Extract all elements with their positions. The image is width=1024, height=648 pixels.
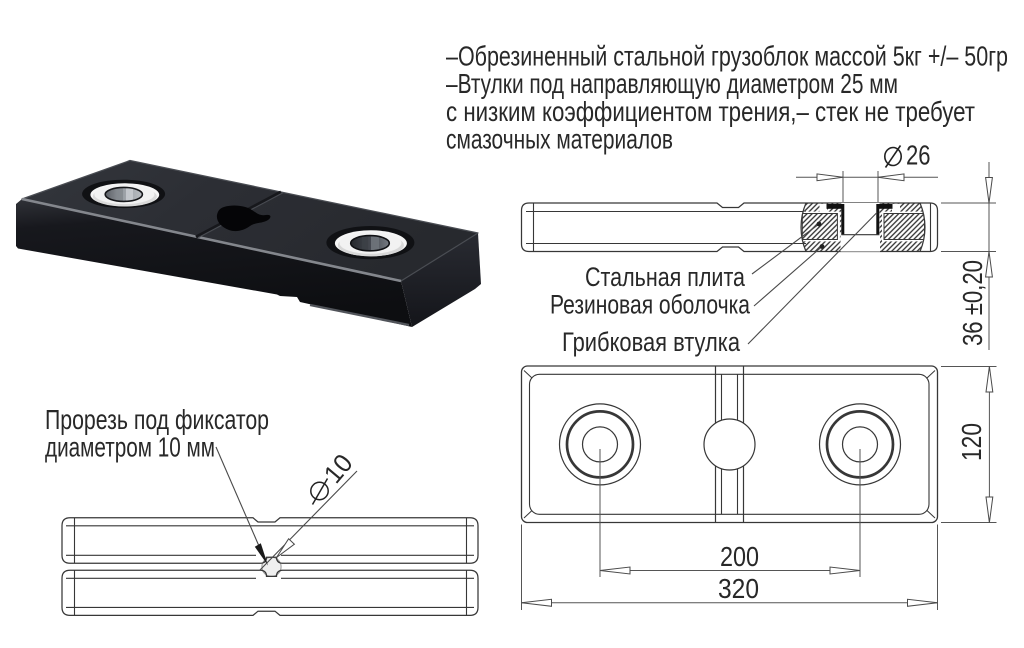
svg-text:36 ±0,20: 36 ±0,20 <box>957 260 988 346</box>
svg-text:120: 120 <box>956 423 987 461</box>
svg-text:320: 320 <box>718 573 759 604</box>
svg-text:диаметром 10 мм: диаметром 10 мм <box>45 432 215 463</box>
svg-text:Резиновая оболочка: Резиновая оболочка <box>550 290 751 320</box>
svg-text:26: 26 <box>906 140 931 171</box>
svg-text:с низким коэффициентом трения,: с низким коэффициентом трения,– стек не … <box>446 96 975 127</box>
svg-text:смазочных материалов: смазочных материалов <box>446 124 673 155</box>
svg-text:–Обрезиненный стальной грузобл: –Обрезиненный стальной грузоблок массой … <box>446 41 1008 72</box>
svg-text:200: 200 <box>720 541 759 572</box>
svg-text:Грибковая втулка: Грибковая втулка <box>562 327 741 357</box>
svg-text:Стальная плита: Стальная плита <box>585 262 746 292</box>
svg-text:–Втулки под направляющую диаме: –Втулки под направляющую диаметром 25 мм <box>446 68 898 99</box>
svg-text:Прорезь под фиксатор: Прорезь под фиксатор <box>45 404 269 435</box>
